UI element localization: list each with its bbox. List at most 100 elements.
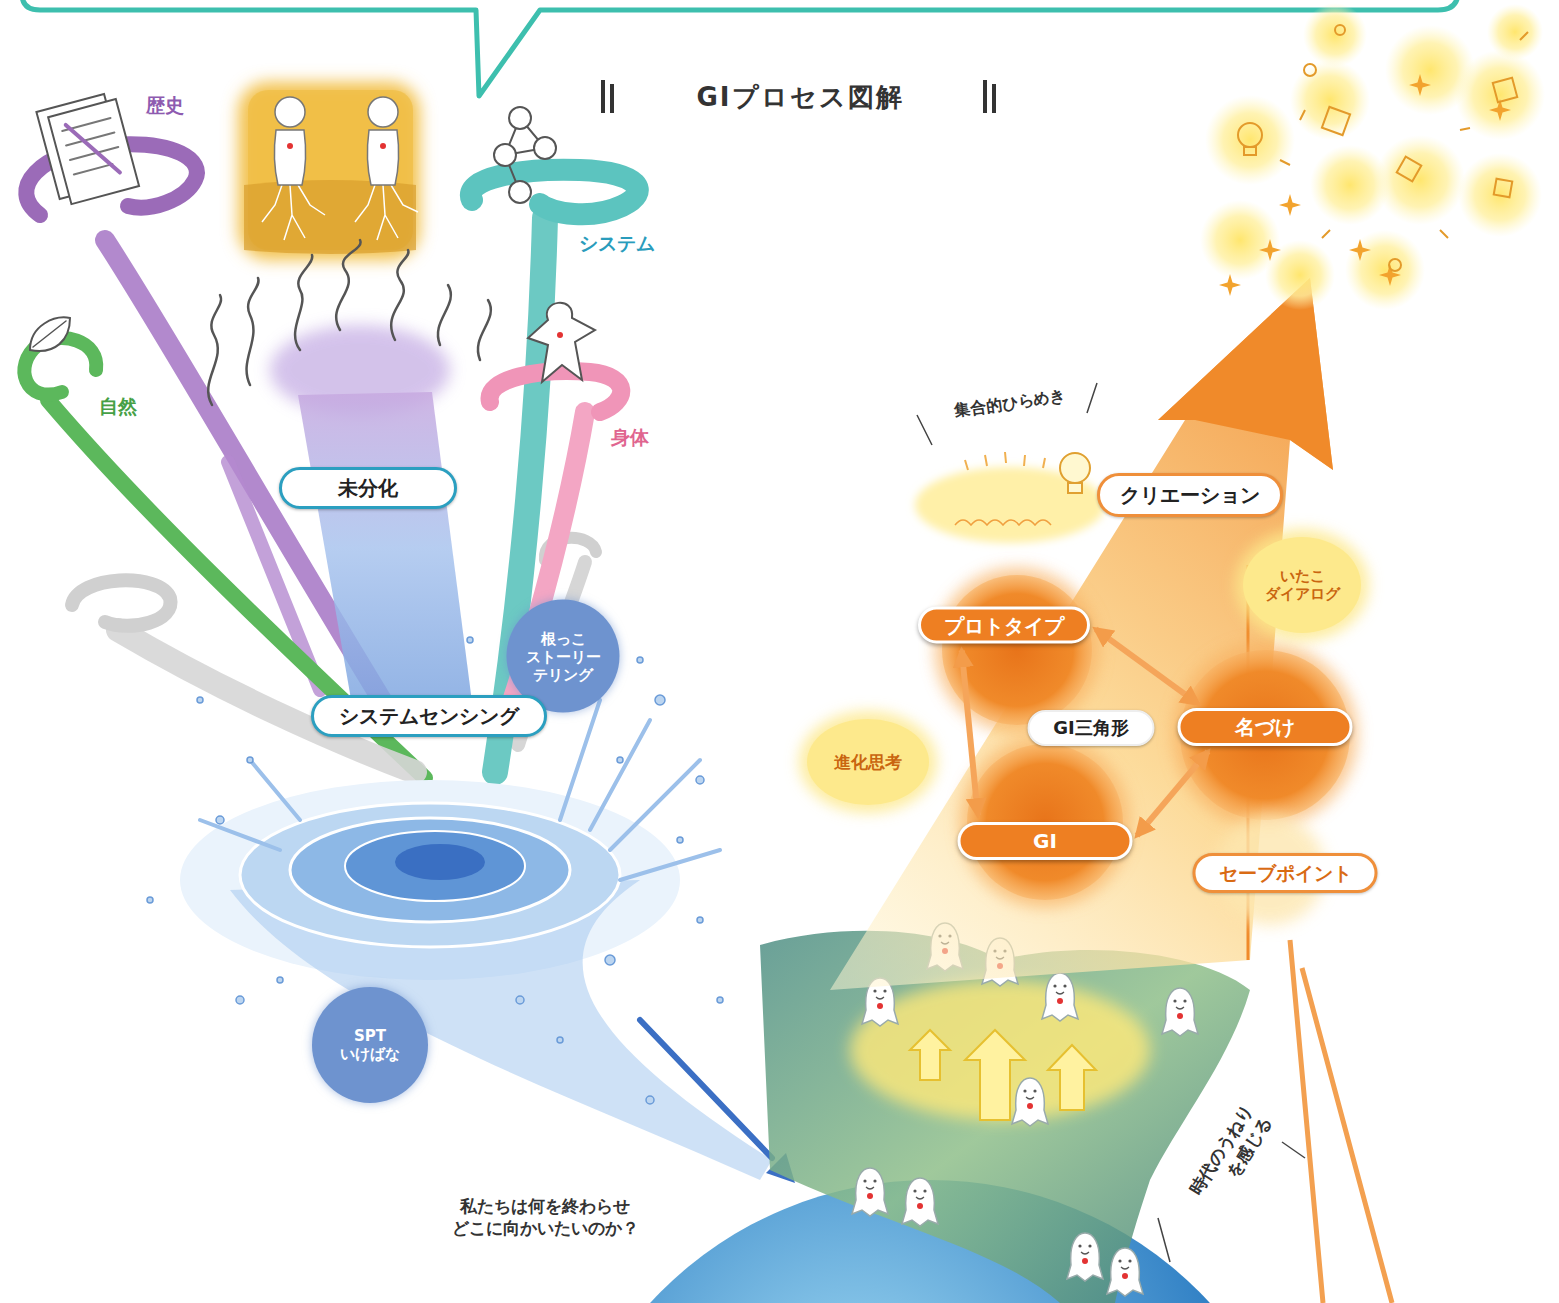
earth-landscape-part — [1012, 1078, 1048, 1126]
nature-stroke-part — [30, 317, 70, 350]
sparkles-part — [1290, 60, 1370, 140]
smoke-lines-part — [336, 240, 360, 330]
whirlpool-part — [395, 844, 485, 880]
whirlpool-part-part — [216, 816, 224, 824]
annotation-label: 身体 — [611, 425, 649, 450]
sparkles-part — [1205, 95, 1295, 185]
node-text: 進化思考 — [834, 752, 902, 772]
earth-landscape-part — [1067, 1233, 1103, 1281]
whirlpool-part — [200, 700, 720, 880]
node-shape: GI三角形 — [1028, 710, 1155, 746]
double-arrow — [962, 650, 978, 815]
gi-orbs-part — [1173, 643, 1357, 827]
whirlpool-part-part — [277, 977, 283, 983]
annotation-label: 自然 — [99, 394, 137, 419]
inspiration-cloud-part — [917, 383, 1097, 445]
grey-strokes-part — [72, 580, 171, 626]
annotation-label: 時代のうねり を感じる — [1175, 1095, 1281, 1224]
node-shape: セーブポイント — [1193, 853, 1378, 893]
sparkles-part-part — [1397, 157, 1422, 182]
smoke-lines-part — [478, 300, 491, 360]
inspiration-cloud-part — [1060, 453, 1090, 483]
node-text: 根っこ ストーリー テリング — [520, 629, 607, 683]
whirlpool — [147, 616, 795, 1183]
body-stroke-part — [528, 303, 595, 382]
annotation-label: 歴史 — [146, 93, 184, 118]
nature-stroke-part — [33, 321, 66, 347]
rooted-people — [238, 82, 420, 260]
earth-landscape-part — [910, 1030, 950, 1080]
whirlpool-part-part — [147, 897, 153, 903]
sparkles-part — [1303, 3, 1367, 67]
sparkles-part — [1279, 194, 1301, 216]
node-shape: クリエーション — [1097, 473, 1283, 517]
title-bars-part — [610, 84, 614, 113]
sparkles-part-part — [1244, 147, 1256, 155]
whirlpool-part — [147, 616, 723, 1104]
whirlpool-part-part — [557, 1037, 563, 1043]
inspiration-cloud-part — [955, 520, 1051, 525]
sparkles-part — [1458, 153, 1542, 237]
earth-landscape-part — [902, 1178, 938, 1226]
node-text: クリエーション — [1120, 483, 1260, 507]
creation-cone-part — [1290, 940, 1392, 1303]
node-text: GI三角形 — [1053, 717, 1128, 739]
whirlpool-part-part — [677, 837, 683, 843]
whirlpool-part — [640, 1020, 772, 1158]
node-shape: SPT いけばな — [312, 987, 428, 1103]
sparkles-part-part — [1280, 32, 1528, 238]
annotation-label: 集合的ひらめき — [953, 386, 1067, 422]
inspiration-cloud-part — [1068, 483, 1082, 493]
sparkles-part — [1259, 239, 1281, 261]
diagram-title: GIプロセス図解 — [696, 80, 903, 115]
sparkles-part — [1455, 50, 1545, 140]
title-bars-part — [601, 80, 605, 113]
rooted-people-part — [368, 97, 398, 127]
double-arrow — [1137, 751, 1208, 835]
sparkles-part-part — [1335, 25, 1345, 35]
node-shape: 未分化 — [279, 467, 457, 509]
whirlpool-part-part — [655, 695, 665, 705]
whirlpool-part — [290, 818, 570, 922]
rooted-people-part — [275, 97, 305, 127]
annotation-label: システム — [579, 231, 655, 256]
whirlpool-part-part — [236, 996, 244, 1004]
network-icon-part — [494, 144, 516, 166]
network-icon-part — [509, 107, 531, 129]
node-shape: 進化思考 — [807, 719, 929, 805]
title-bars-part — [983, 80, 987, 113]
system-stroke-part — [471, 170, 638, 214]
rooted-people-part — [287, 143, 293, 149]
whirlpool-part-part — [467, 637, 473, 643]
sparkles-part — [1349, 239, 1371, 261]
wave-leaders-part — [1282, 1142, 1305, 1158]
network-icon-part — [509, 181, 531, 203]
whirlpool-part-part — [696, 776, 704, 784]
whirlpool-part-part — [605, 955, 615, 965]
node-text: プロトタイプ — [944, 613, 1064, 637]
node-text: 名づけ — [1235, 715, 1295, 739]
rooted-people-part — [244, 180, 416, 254]
earth-landscape-part — [1042, 973, 1078, 1021]
node-text: GI — [1033, 829, 1057, 853]
whirlpool-part — [240, 803, 620, 947]
sparkles-part-part — [1389, 259, 1401, 271]
node-text: セーブポイント — [1219, 862, 1352, 885]
node-shape: 名づけ — [1178, 708, 1353, 746]
body-stroke-part — [557, 332, 563, 338]
smoke-lines-part — [438, 285, 451, 345]
gi-orbs-part — [935, 568, 1099, 732]
node-text: システムセンシング — [339, 704, 519, 728]
sparkles-part-part — [1238, 123, 1262, 147]
whirlpool-part-part — [717, 997, 723, 1003]
whirlpool-part-part — [646, 1096, 654, 1104]
inspiration-cloud-part — [965, 452, 1045, 470]
earth-landscape-part — [852, 1168, 888, 1216]
double-arrow — [1096, 629, 1198, 704]
sparkles-part — [1238, 25, 1528, 271]
sparkles-part-part — [1493, 78, 1517, 102]
sparkles-part-part — [1322, 107, 1350, 135]
sparkles-part — [1487, 4, 1543, 60]
node-text: 未分化 — [338, 476, 398, 500]
